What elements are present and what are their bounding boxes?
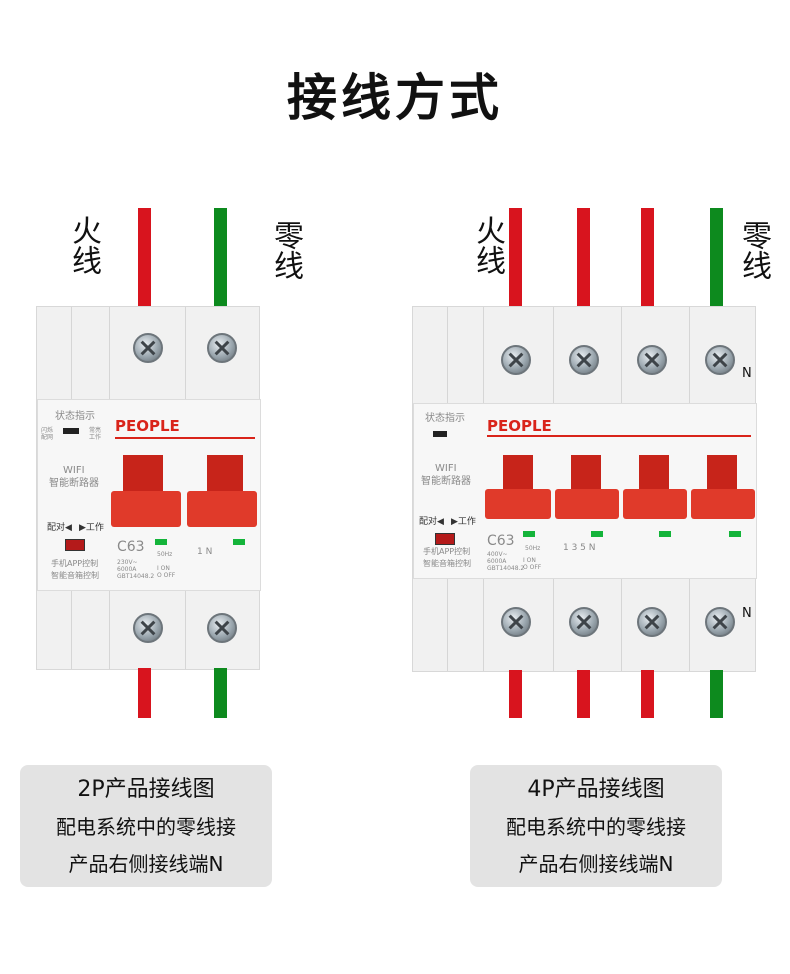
flash-label: 闪烁 配网 <box>41 427 54 442</box>
terminal-screw-icon[interactable] <box>705 607 735 637</box>
on-off-label: I ON O OFF <box>157 565 176 580</box>
neutral-wire-top-2p <box>214 208 227 308</box>
caption-line: 产品右侧接线端N <box>518 852 674 876</box>
status-indicator-label: 状态指示 <box>55 411 95 422</box>
toggle-lever-4[interactable] <box>691 489 755 519</box>
breaker-2p: 状态指示 闪烁 配网 常亮 工作 WIFI 智能断路器 PEOPLE 配对◀ ▶… <box>36 306 261 670</box>
normal-label: 常亮 工作 <box>89 427 102 442</box>
on-off-label: I ON O OFF <box>523 557 542 572</box>
neutral-terminal-mark-bottom: N <box>742 606 752 621</box>
terminal-screw-icon[interactable] <box>569 607 599 637</box>
neutral-terminal-mark-top: N <box>742 366 752 381</box>
terminal-screw-icon[interactable] <box>207 613 237 643</box>
terminal-screw-icon[interactable] <box>705 345 735 375</box>
lever-handle[interactable] <box>123 455 163 497</box>
pole-indicator <box>659 531 671 537</box>
frequency-label: 50Hz <box>525 545 541 552</box>
caption-line: 配电系统中的零线接 <box>506 815 686 839</box>
voice-control-label: 智能音箱控制 <box>51 571 99 580</box>
brand-logo: PEOPLE <box>115 417 180 435</box>
frequency-label: 50Hz <box>157 551 173 558</box>
live-wire-bottom-4p-1 <box>509 670 522 718</box>
live-wire-bottom-2p <box>138 668 151 718</box>
caption-title: 2P产品接线图 <box>77 777 215 802</box>
work-label: ▶工作 <box>451 517 476 527</box>
lever-handle[interactable] <box>639 455 669 495</box>
live-wire-top-4p-1 <box>509 208 522 308</box>
pole-indicator <box>523 531 535 537</box>
caption-title: 4P产品接线图 <box>527 777 665 802</box>
terminal-screw-icon[interactable] <box>133 333 163 363</box>
caption-line: 产品右侧接线端N <box>68 852 224 876</box>
lever-handle[interactable] <box>707 455 737 495</box>
live-wire-bottom-4p-2 <box>577 670 590 718</box>
status-led <box>63 428 79 434</box>
toggle-lever-3[interactable] <box>623 489 687 519</box>
brand-logo: PEOPLE <box>487 417 552 435</box>
pair-button[interactable] <box>435 533 455 545</box>
pair-label: 配对◀ <box>419 517 444 527</box>
terminal-screw-icon[interactable] <box>637 607 667 637</box>
neutral-wire-label-4p: 零线 <box>736 220 771 280</box>
wifi-label: WIFI <box>63 465 85 476</box>
live-wire-top-2p <box>138 208 151 308</box>
page-title: 接线方式 <box>287 69 503 127</box>
smart-breaker-label: 智能断路器 <box>49 478 99 489</box>
toggle-lever-2[interactable] <box>187 491 257 527</box>
terminal-screw-icon[interactable] <box>501 607 531 637</box>
rating-label: C63 <box>487 533 515 549</box>
live-wire-top-4p-2 <box>577 208 590 308</box>
terminal-screw-icon[interactable] <box>569 345 599 375</box>
breaker-4p: 状态指示 WIFI 智能断路器 PEOPLE 配对◀ ▶工作 手机APP控制 智… <box>412 306 757 672</box>
terminal-label: 1 3 5 N <box>563 543 596 553</box>
work-label: ▶工作 <box>79 523 104 533</box>
voice-control-label: 智能音箱控制 <box>423 559 471 568</box>
wifi-label: WIFI <box>435 463 457 474</box>
app-control-label: 手机APP控制 <box>51 559 99 568</box>
rating-label: C63 <box>117 539 145 555</box>
brand-underline <box>487 435 751 437</box>
lever-handle[interactable] <box>207 455 243 497</box>
status-indicator-label: 状态指示 <box>425 413 465 424</box>
pole-indicator <box>155 539 167 545</box>
pair-label: 配对◀ <box>47 523 72 533</box>
app-control-label: 手机APP控制 <box>423 547 471 556</box>
terminal-screw-icon[interactable] <box>637 345 667 375</box>
terminal-label: 1 N <box>197 547 213 557</box>
smart-breaker-label: 智能断路器 <box>421 476 471 487</box>
lever-handle[interactable] <box>503 455 533 495</box>
caption-4p: 4P产品接线图 配电系统中的零线接 产品右侧接线端N <box>470 765 722 887</box>
pole-indicator <box>591 531 603 537</box>
neutral-wire-top-4p <box>710 208 723 308</box>
lever-handle[interactable] <box>571 455 601 495</box>
terminal-screw-icon[interactable] <box>501 345 531 375</box>
live-wire-bottom-4p-3 <box>641 670 654 718</box>
toggle-lever-1[interactable] <box>485 489 551 519</box>
toggle-lever-1[interactable] <box>111 491 181 527</box>
brand-underline <box>115 437 255 439</box>
pair-button[interactable] <box>65 539 85 551</box>
pole-indicator <box>233 539 245 545</box>
live-wire-label-2p: 火线 <box>66 215 101 275</box>
live-wire-top-4p-3 <box>641 208 654 308</box>
neutral-wire-label-2p: 零线 <box>268 220 303 280</box>
neutral-wire-bottom-2p <box>214 668 227 718</box>
spec-label: 230V~ 6000A GBT14048.2 <box>117 559 155 581</box>
neutral-wire-bottom-4p <box>710 670 723 718</box>
status-led <box>433 431 447 437</box>
terminal-screw-icon[interactable] <box>207 333 237 363</box>
terminal-screw-icon[interactable] <box>133 613 163 643</box>
caption-line: 配电系统中的零线接 <box>56 815 236 839</box>
pole-indicator <box>729 531 741 537</box>
live-wire-label-4p: 火线 <box>470 215 505 275</box>
toggle-lever-2[interactable] <box>555 489 619 519</box>
caption-2p: 2P产品接线图 配电系统中的零线接 产品右侧接线端N <box>20 765 272 887</box>
spec-label: 400V~ 6000A GBT14048.2 <box>487 551 525 573</box>
